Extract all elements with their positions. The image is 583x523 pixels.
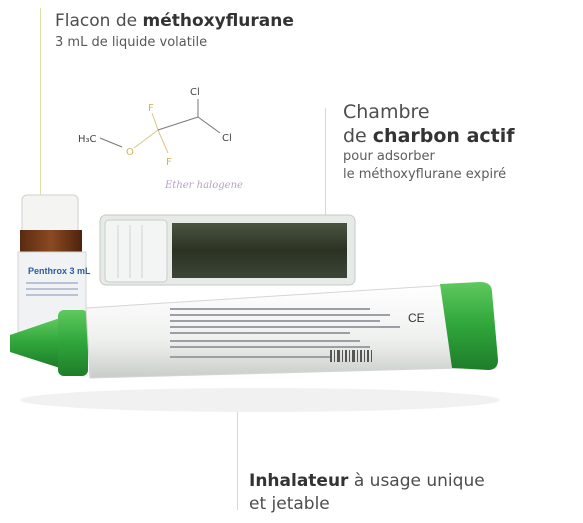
label-flacon-subtitle: 3 mL de liquide volatile (55, 35, 208, 50)
bond-o-c (133, 129, 159, 149)
label-inhalateur-line2: et jetable (249, 494, 330, 514)
label-flacon: Flacon de méthoxyflurane 3 mL de liquide… (55, 10, 294, 52)
barcode (330, 350, 372, 362)
atom-f2: F (166, 157, 172, 168)
molecule-structure: H₃C O F F Cl Cl (78, 87, 232, 168)
atom-f1: F (148, 103, 154, 114)
chamber-cap (104, 219, 168, 283)
vial: Penthrox 3 mL (17, 194, 91, 333)
leader-line-inhalateur (237, 390, 238, 510)
label-inhalateur: Inhalateur à usage unique et jetable (249, 470, 485, 516)
bond-c-f2 (157, 129, 169, 154)
leader-line-flacon (40, 8, 41, 203)
label-chambre-line1: Chambre (343, 101, 430, 123)
vial-label-text: Penthrox 3 mL (28, 266, 91, 276)
ce-mark: CE (408, 311, 425, 325)
label-inhalateur-line1: Inhalateur à usage unique (249, 471, 485, 491)
label-chambre-line3: pour adsorber (343, 149, 435, 164)
inhaler-end-cap (440, 282, 498, 370)
bond-c-o (99, 137, 123, 148)
charcoal-chamber (99, 214, 356, 286)
atom-cl-right: Cl (222, 133, 232, 144)
device-illustration: Penthrox 3 mL (10, 194, 500, 412)
molecule-caption: Ether halogene (165, 180, 243, 191)
inhaler: CE (10, 282, 498, 379)
bond-c-cl-right (197, 116, 221, 134)
atom-cl-top: Cl (190, 87, 200, 98)
atom-h3c: H₃C (78, 134, 97, 145)
bond-c-c (157, 116, 199, 131)
inhaler-body (85, 284, 463, 379)
vial-cap (21, 194, 79, 236)
label-chambre-line4: le méthoxyflurane expiré (343, 167, 507, 182)
label-chambre: Chambre de charbon actif pour adsorber l… (343, 100, 515, 184)
vial-glass (20, 230, 82, 255)
label-chambre-line2: de charbon actif (343, 125, 515, 147)
atom-o: O (126, 147, 134, 158)
bond-c-f1 (151, 112, 159, 131)
inhaler-mouthpiece (10, 318, 60, 368)
label-flacon-title: Flacon de méthoxyflurane (55, 11, 294, 31)
charcoal-fill (172, 223, 347, 278)
leader-line-chambre (325, 108, 326, 228)
